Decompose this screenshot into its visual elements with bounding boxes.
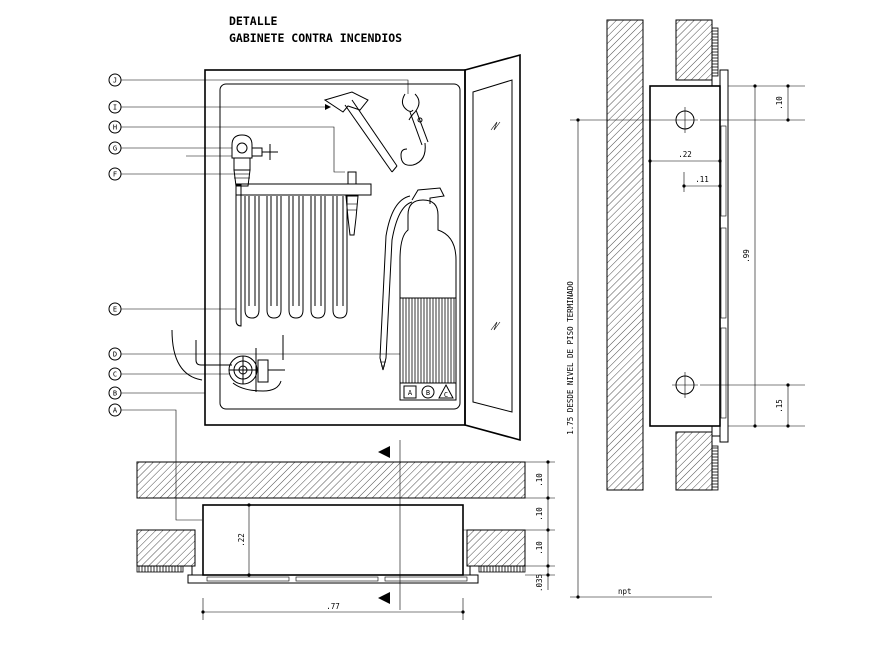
callout-e: E: [108, 302, 236, 316]
cabinet-door: [464, 53, 521, 442]
wall-dim-a: .10: [535, 473, 544, 487]
plan-finish-right: [478, 565, 526, 573]
callout-b: B: [108, 386, 205, 400]
side-door: [719, 69, 729, 443]
plan-finish-left: [136, 565, 184, 573]
svg-text:B: B: [113, 390, 117, 398]
side-height-dim: .99: [742, 249, 751, 263]
svg-text:G: G: [113, 145, 117, 153]
plan-view: .77 .22 .10 .10 .10 .035: [136, 460, 555, 620]
title-line-2: GABINETE CONTRA INCENDIOS: [229, 31, 402, 45]
extinguisher-class-labels: A B C: [403, 383, 454, 399]
plan-glass-2: [295, 576, 379, 582]
side-offset-dim: .11: [695, 175, 709, 184]
callout-i: I: [108, 100, 331, 114]
plan-wall-right: [466, 529, 526, 567]
callout-f: F: [108, 167, 234, 181]
class-c-label: C: [444, 391, 448, 399]
plan-offset-dim: .035: [535, 574, 544, 592]
hose-rack-bar: [235, 183, 372, 196]
title-line-1: DETALLE: [229, 14, 278, 28]
fire-extinguisher-icon: [379, 187, 457, 401]
callout-c: C: [108, 367, 229, 381]
angle-valve-icon: [231, 134, 278, 187]
glass-reflection-marks: [490, 121, 501, 331]
plan-glass-3: [384, 576, 468, 582]
side-top-dim: .10: [775, 96, 784, 110]
cabinet-front-elevation: A B C: [171, 53, 521, 442]
side-flanges: [711, 76, 720, 437]
side-wall-back: [606, 19, 644, 491]
supply-pipe: [171, 329, 232, 381]
callout-j: J: [108, 73, 409, 94]
hook-icon: [400, 93, 429, 166]
plan-flanges: [183, 565, 479, 576]
side-section: .22 .11 .10 .99 .15 1.75 DESDE NIVEL DE …: [566, 19, 805, 599]
plan-depth-dim: .22: [237, 533, 246, 547]
wall-dim-b: .10: [535, 507, 544, 521]
plan-wall-left: [136, 529, 196, 567]
svg-text:A: A: [113, 407, 118, 415]
svg-text:D: D: [113, 351, 117, 359]
side-wall-top: [675, 19, 713, 81]
side-finish-bottom: [711, 445, 719, 491]
class-b-label: B: [426, 389, 430, 397]
plan-width-dim: .77: [326, 602, 340, 611]
cabinet-inner-frame: [219, 83, 461, 410]
floor-height-dim: 1.75 DESDE NIVEL DE PISO TERMINADO: [566, 281, 575, 435]
side-wall-bottom: [675, 431, 713, 491]
axe-icon: [323, 91, 398, 173]
svg-text:C: C: [113, 371, 117, 379]
svg-text:E: E: [113, 306, 117, 314]
callout-d: D: [108, 347, 400, 361]
svg-text:I: I: [113, 104, 117, 112]
class-a-label: A: [408, 389, 413, 397]
hose-nozzle-icon: [345, 171, 359, 236]
svg-text:F: F: [113, 171, 117, 179]
plan-back-wall: [136, 461, 526, 499]
side-depth-dim: .22: [678, 150, 692, 159]
callout-h: H: [108, 120, 345, 173]
callout-g: G: [108, 141, 232, 157]
wall-dim-c: .10: [535, 541, 544, 555]
hose-reel-icon: [228, 335, 285, 392]
plan-glass-1: [206, 576, 290, 582]
svg-text:J: J: [113, 77, 117, 85]
side-bottom-dim: .15: [775, 399, 784, 413]
folded-hose-icon: [235, 184, 348, 327]
side-finish-top: [711, 27, 719, 77]
door-glass: [472, 79, 513, 413]
npt-label: npt: [618, 587, 632, 596]
svg-text:H: H: [113, 124, 117, 132]
callout-labels: J I H G F E: [108, 73, 409, 521]
plan-door: [187, 574, 479, 584]
